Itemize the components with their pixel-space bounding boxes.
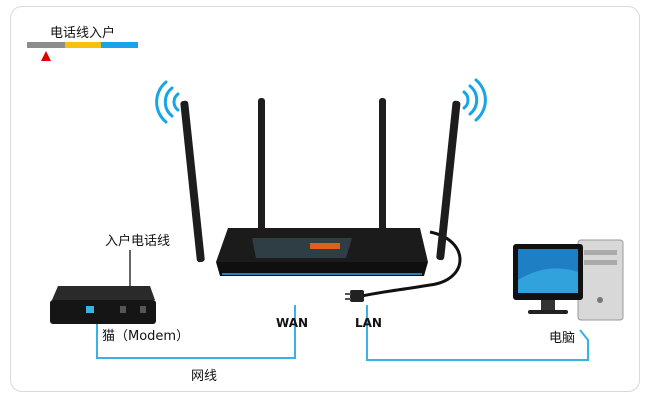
modem-to-router-cable [96, 300, 296, 359]
router-icon [180, 98, 461, 276]
phone-line-label: 入户电话线 [105, 234, 171, 249]
wifi-signal-left-icon [155, 80, 180, 124]
modem-label: 猫（Modem） [102, 329, 190, 344]
power-plug-icon [345, 290, 364, 302]
legend-segment-blue [101, 42, 138, 48]
computer-label: 电脑 [549, 331, 576, 346]
network-cable-label: 网线 [191, 369, 218, 384]
legend-title: 电话线入户 [50, 26, 116, 41]
computer-icon [513, 239, 624, 321]
lan-port-label: LAN [355, 316, 382, 330]
router-power-cord [361, 230, 462, 298]
wifi-signal-right-icon [462, 78, 487, 122]
legend-segment-yellow [65, 42, 101, 48]
diagram-frame [10, 6, 640, 392]
wan-port-label: WAN [276, 316, 309, 330]
legend-segment-gray [27, 42, 65, 48]
router-to-computer-cable [366, 305, 589, 361]
modem-icon [50, 286, 156, 324]
legend-marker-triangle [41, 51, 51, 61]
